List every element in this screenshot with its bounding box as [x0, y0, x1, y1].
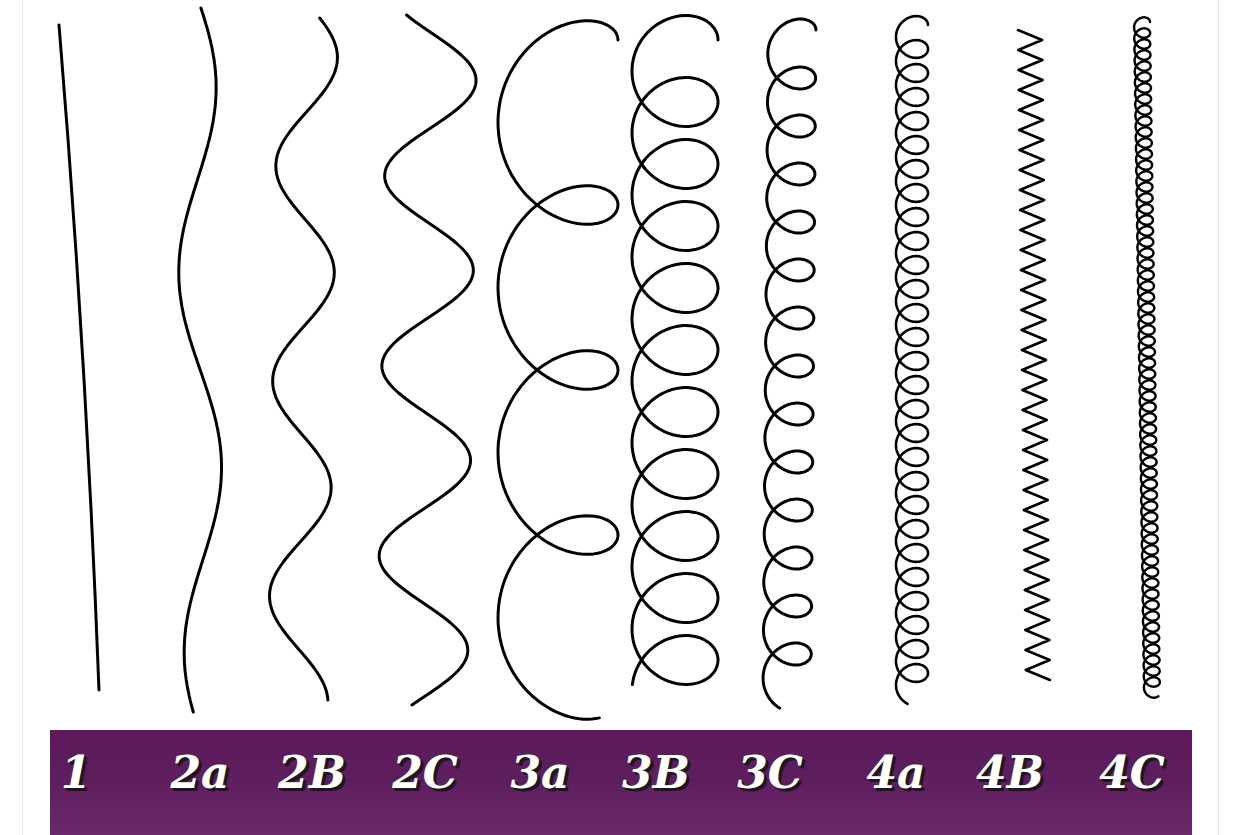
hair-type-label: 3a [510, 751, 569, 795]
frame-line [1218, 0, 1219, 835]
hair-strand [498, 21, 618, 720]
hair-type-label: 4a [866, 751, 925, 795]
hair-type-label: 3B [622, 751, 690, 795]
hair-type-label: 2C [392, 751, 458, 795]
label-band: 1 2a 2B 2C 3a 3B 3C 4a 4B 4C [50, 730, 1192, 835]
hair-strand [179, 8, 222, 712]
hair-strand [896, 16, 928, 704]
hair-type-label: 3C [737, 751, 803, 795]
hair-type-label: 4B [976, 751, 1044, 795]
hair-type-label: 2a [170, 751, 229, 795]
hair-strand [632, 16, 718, 685]
hair-strand [763, 19, 816, 708]
frame-line [22, 0, 23, 835]
hair-type-label: 4C [1099, 751, 1165, 795]
hair-type-label: 1 [61, 751, 92, 795]
hair-strand [379, 15, 476, 705]
hair-strand [1018, 30, 1050, 680]
hair-strand [59, 25, 99, 690]
hair-strand [270, 18, 338, 700]
hair-type-label: 2B [278, 751, 346, 795]
hair-strand [1134, 17, 1160, 697]
